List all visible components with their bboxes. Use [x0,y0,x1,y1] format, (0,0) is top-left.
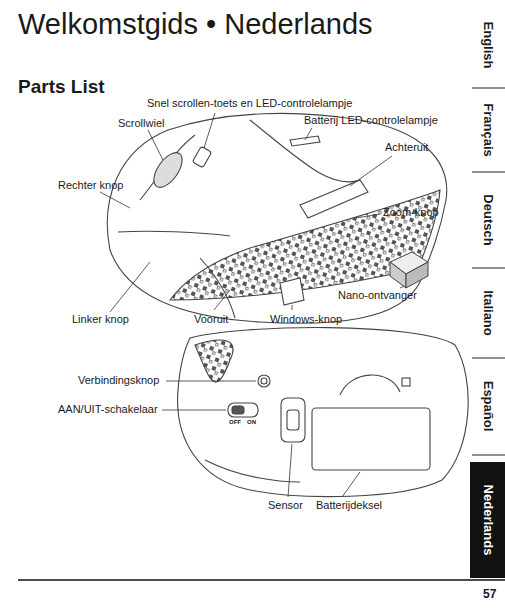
tab-separators [472,88,505,455]
part-label: Nano-ontvanger [338,289,417,302]
part-label: Windows-knop [270,313,342,326]
language-tab: Français [481,103,496,156]
leader-lines [100,113,404,497]
language-tab: English [481,22,496,69]
page-number: 57 [483,588,496,602]
part-label: Scrollwiel [118,117,164,130]
language-tab: Italiano [481,290,496,336]
part-label: ON [247,419,256,426]
language-tab: Español [481,381,496,432]
mouse-top-view [107,113,446,323]
part-label: Snel scrollen-toets en LED-controlelampj… [147,97,352,110]
part-label: Verbindingsknop [78,374,159,387]
nano-receiver [390,252,428,288]
page-title: Welkomstgids • Nederlands [18,8,373,41]
active-language-tab: Nederlands [470,462,505,578]
language-tab: Deutsch [481,194,496,245]
section-heading: Parts List [18,76,105,98]
part-label: Batterijdeksel [316,499,382,512]
part-label: Sensor [268,499,303,512]
part-label: Linker knop [72,313,129,326]
part-label: Rechter knop [58,179,123,192]
mouse-bottom-view [178,328,469,497]
part-label: Zoom-knop [383,206,439,219]
part-label: Achteruit [385,141,428,154]
part-label: Vooruit [194,313,228,326]
part-label: Batterij LED-controlelampje [304,114,438,127]
bottom-rule [18,579,505,581]
part-label: OFF [229,419,241,426]
part-label: AAN/UIT-schakelaar [58,403,158,416]
tab-text: Nederlands [480,485,495,556]
